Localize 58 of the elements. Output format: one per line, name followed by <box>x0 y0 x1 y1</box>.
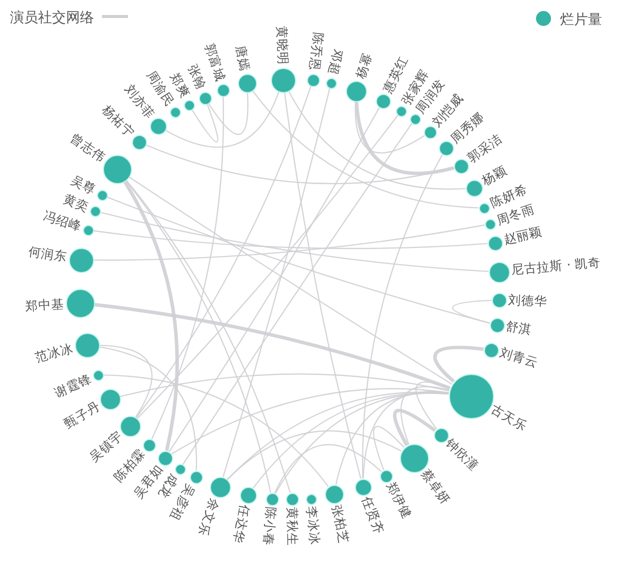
relation-line <box>362 154 443 478</box>
actor-name: 尼古拉斯 · 凯奇 <box>510 254 602 278</box>
relation-line <box>274 444 382 494</box>
relation-line <box>94 302 450 390</box>
relation-line <box>99 344 152 418</box>
actor-name: 杨幂 <box>352 50 376 81</box>
relation-line <box>93 230 488 250</box>
actor-name: 范冰冰 <box>33 340 76 366</box>
relation-line <box>288 90 466 190</box>
relation-line <box>100 212 489 272</box>
actor-name: 黄晓明 <box>274 25 291 65</box>
legend-text: 烂片量 <box>560 12 602 28</box>
relation-line <box>400 386 450 445</box>
actor-name: 曾志伟 <box>67 130 108 166</box>
actor-name: 何润东 <box>26 244 68 266</box>
actor-name: 陈小春 <box>259 506 279 547</box>
relation-line <box>128 176 452 385</box>
relation-line <box>433 346 484 383</box>
actor-name: 古天乐 <box>488 401 530 435</box>
actor-name: 李冰冰 <box>303 506 324 546</box>
relation-line <box>191 104 218 142</box>
relation-line <box>373 426 404 470</box>
actor-name: 舒淇 <box>505 318 534 338</box>
actor-name: 杨颖 <box>479 162 510 190</box>
relation-line <box>120 374 450 398</box>
relation-line <box>354 101 454 175</box>
legend-text: 演员社交网络 <box>10 10 94 26</box>
actor-name: 唐嫣 <box>232 44 253 72</box>
relation-line <box>151 96 224 440</box>
actor-name: 陈乔恩 <box>306 30 327 72</box>
actor-name: 赵丽颖 <box>502 224 544 248</box>
relation-line <box>136 115 398 419</box>
relation-line <box>123 180 179 452</box>
relation-line <box>94 224 485 261</box>
actor-name: 刘德华 <box>508 292 548 310</box>
actor-name: 余文乐 <box>194 496 223 538</box>
actor-name: 黄秋生 <box>284 507 300 547</box>
actor-name: 邓超 <box>325 48 346 76</box>
relation-line <box>252 90 479 208</box>
relation-line <box>222 88 330 478</box>
relation-line <box>393 408 436 446</box>
relation-line <box>182 123 412 465</box>
relation-line <box>103 374 329 487</box>
relation-line <box>165 92 280 148</box>
relation-line <box>136 86 312 418</box>
relation-line <box>168 107 380 452</box>
actor-name: 谢霆锋 <box>52 370 94 401</box>
relation-line <box>171 388 449 455</box>
relation-line <box>208 92 248 135</box>
relation-line <box>354 101 425 154</box>
actor-name: 郑中基 <box>24 296 64 314</box>
relation-line <box>284 92 362 479</box>
relation-line <box>106 196 490 324</box>
actor-name: 刘青云 <box>498 344 540 372</box>
relation-line <box>226 430 402 480</box>
actor-name: 张柏芝 <box>328 504 352 546</box>
actor-name: 任达华 <box>230 504 254 546</box>
relation-line <box>99 346 197 470</box>
